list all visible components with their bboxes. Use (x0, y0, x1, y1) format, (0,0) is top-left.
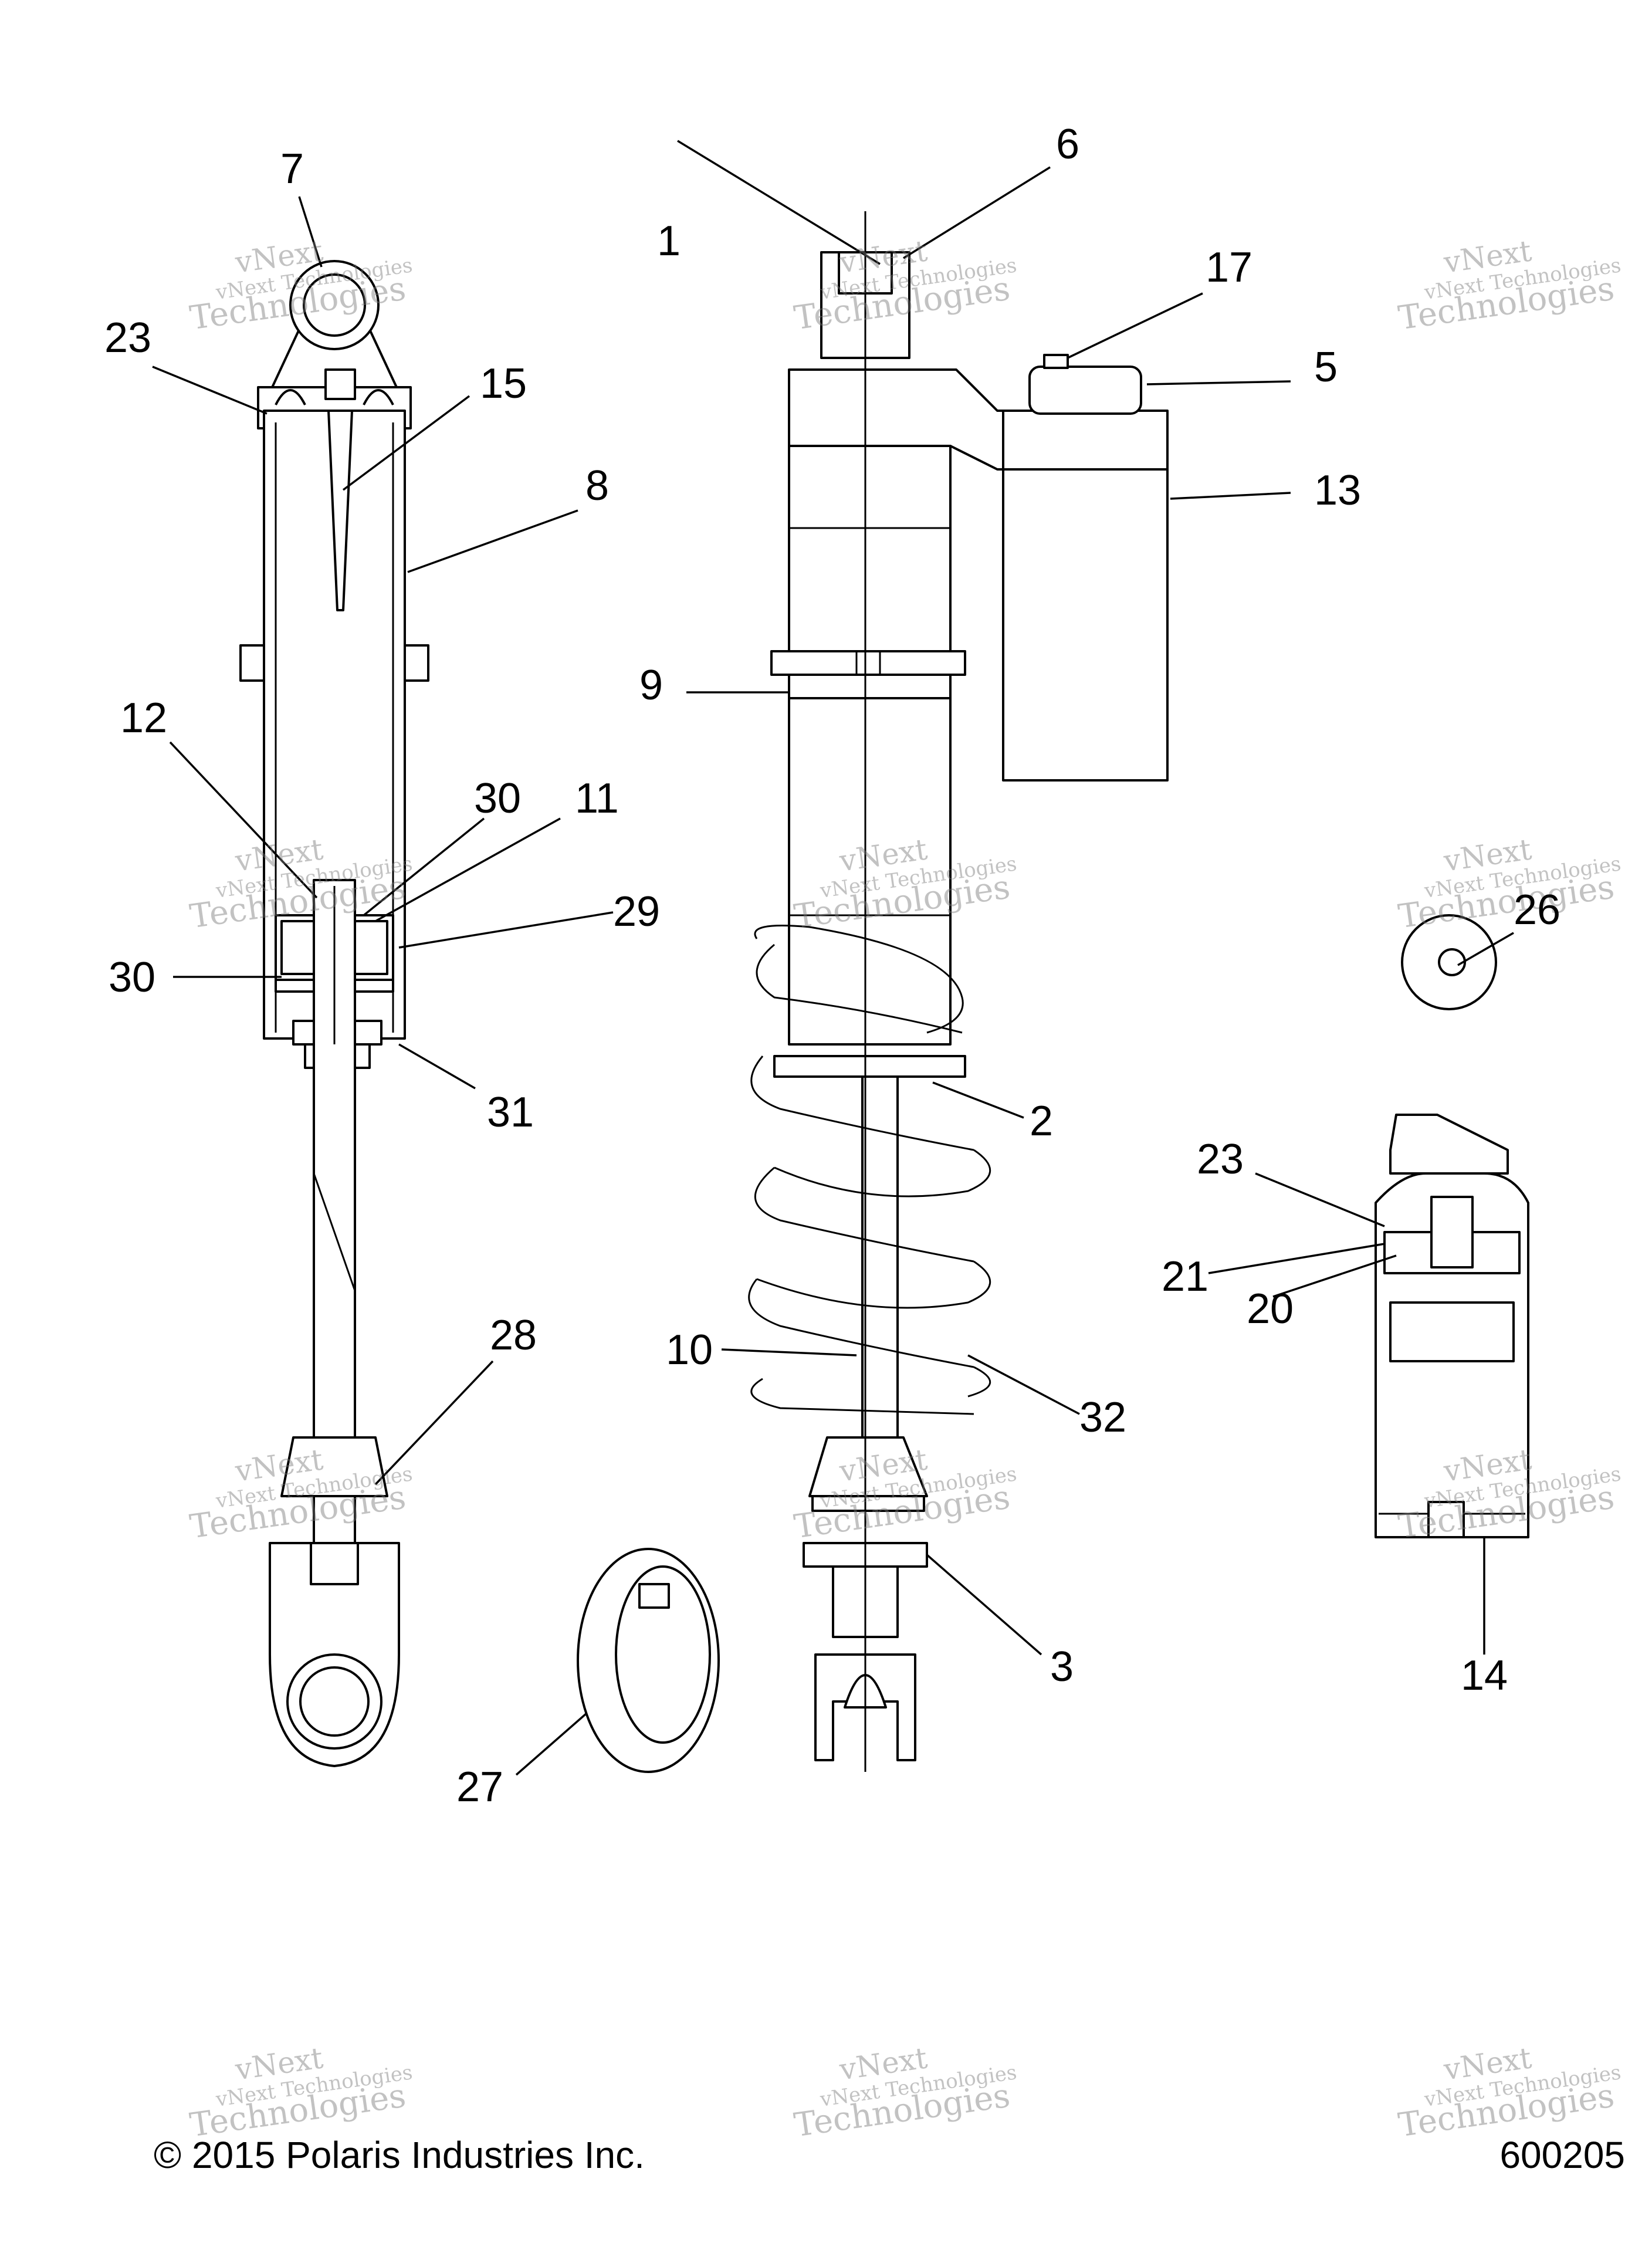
callout-30: 30 (474, 775, 521, 822)
callout-20: 20 (1247, 1286, 1294, 1332)
split-ring (577, 1548, 720, 1773)
callout-21: 21 (1162, 1253, 1208, 1300)
callout-15: 15 (480, 360, 527, 407)
callout-30: 30 (109, 954, 155, 1001)
callout-26: 26 (1514, 887, 1560, 933)
callout-23: 23 (1197, 1136, 1244, 1183)
shock-assembly (748, 211, 1057, 1772)
callout-8: 8 (585, 462, 609, 509)
callout-12: 12 (120, 695, 167, 742)
callout-labels: 7 23 15 8 12 30 11 29 30 31 28 1 6 17 5 … (104, 121, 1560, 1811)
callout-14: 14 (1461, 1652, 1508, 1699)
callout-13: 13 (1314, 467, 1361, 514)
callout-32: 32 (1079, 1394, 1126, 1441)
figure-number: 600205 (1499, 2134, 1625, 2176)
callout-27: 27 (456, 1764, 503, 1811)
callout-29: 29 (613, 888, 660, 935)
callout-28: 28 (490, 1312, 537, 1359)
callout-5: 5 (1314, 344, 1338, 391)
callout-1: 1 (657, 218, 681, 265)
reservoir-cross-section (1375, 914, 1529, 1538)
callout-17: 17 (1206, 244, 1252, 291)
callout-11: 11 (575, 775, 619, 822)
callout-7: 7 (280, 146, 304, 192)
callout-6: 6 (1056, 121, 1079, 168)
callout-31: 31 (487, 1089, 534, 1136)
shock-cross-section (239, 260, 429, 1767)
callout-9: 9 (639, 662, 663, 709)
callout-10: 10 (666, 1327, 713, 1374)
callout-3: 3 (1050, 1643, 1074, 1690)
copyright-text: © 2015 Polaris Industries Inc. (154, 2134, 645, 2176)
callout-23: 23 (104, 314, 151, 361)
leader-lines (152, 140, 1514, 1776)
reservoir (1002, 354, 1169, 782)
callout-2: 2 (1030, 1098, 1053, 1145)
